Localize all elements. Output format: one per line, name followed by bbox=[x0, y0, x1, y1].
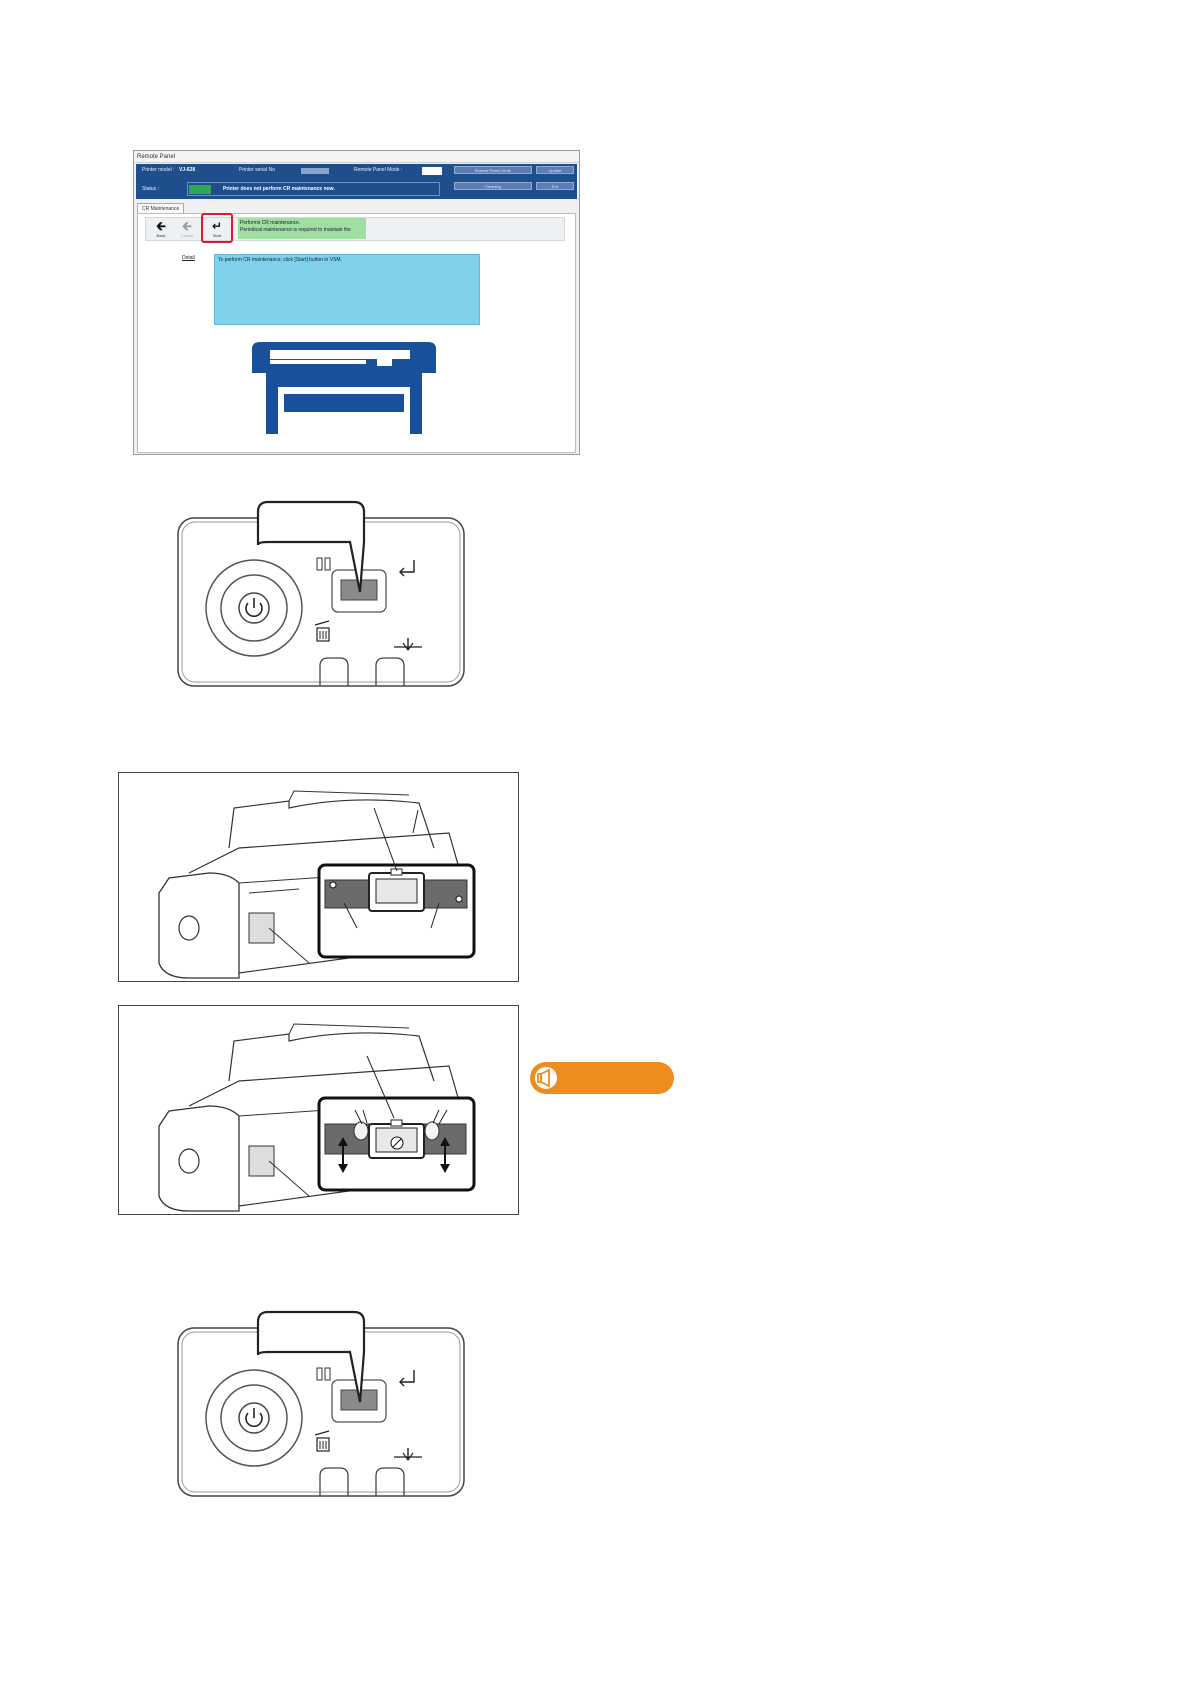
back-label: Back bbox=[156, 233, 166, 238]
cancel-arrow-icon: 🡰 bbox=[182, 219, 192, 233]
printer-lever-figure bbox=[118, 1005, 519, 1215]
detail-label: Detail bbox=[182, 255, 195, 261]
note-badge bbox=[530, 1062, 674, 1094]
printer-illustration bbox=[252, 342, 436, 434]
remote-panel-window: Remote Panel Printer model : VJ-628 Prin… bbox=[133, 150, 580, 455]
printer-model-value: VJ-628 bbox=[179, 167, 196, 173]
remote-panel-header: Printer model : VJ-628 Printer serial No… bbox=[136, 164, 577, 199]
operation-description-line1: Performs CR maintenance. bbox=[240, 220, 301, 226]
back-button[interactable]: 🡰 Back bbox=[150, 219, 172, 241]
tab-cr-maintenance[interactable]: CR Maintenance bbox=[137, 203, 185, 214]
update-button[interactable]: Update bbox=[536, 166, 574, 174]
tab-content bbox=[137, 213, 576, 453]
enter-icon: ↵ bbox=[211, 219, 223, 233]
printer-open-figure bbox=[118, 772, 519, 982]
operation-description-line2: Periodical maintenance is required to ma… bbox=[240, 227, 351, 233]
start-button[interactable]: ↵ Start bbox=[206, 219, 228, 241]
status-label: Status : bbox=[142, 186, 159, 192]
cancel-button[interactable]: 🡰 Cancel bbox=[176, 219, 198, 241]
enter-icon bbox=[399, 1370, 415, 1387]
feed-icon bbox=[394, 638, 422, 652]
power-icon bbox=[245, 598, 263, 618]
exit-button[interactable]: Exit bbox=[536, 182, 574, 190]
status-indicator bbox=[189, 185, 211, 194]
operation-description: Performs CR maintenance. Periodical main… bbox=[238, 218, 366, 239]
detail-text: To perform CR maintenance, click [Start]… bbox=[214, 254, 480, 325]
printer-model-label: Printer model : bbox=[142, 167, 175, 173]
status-message-box bbox=[187, 182, 440, 196]
operation-panel-diagram-2 bbox=[177, 1310, 465, 1497]
feed-icon bbox=[394, 1448, 422, 1462]
window-title: Remote Panel bbox=[134, 151, 579, 163]
printer-serial-value bbox=[301, 168, 329, 174]
printer-serial-label: Printer serial No bbox=[239, 167, 275, 173]
remote-panel-mode-button[interactable]: Remote Panel Mode bbox=[454, 166, 532, 174]
remote-panel-mode-label: Remote Panel Mode : bbox=[354, 167, 403, 173]
status-message: Printer does not perform CR maintenance … bbox=[223, 186, 335, 192]
cancel-label: Cancel bbox=[180, 233, 194, 238]
operation-panel-diagram-1 bbox=[177, 500, 465, 687]
start-label: Start bbox=[212, 233, 222, 238]
back-arrow-icon: 🡰 bbox=[156, 219, 166, 233]
start-button-highlight bbox=[201, 213, 233, 243]
power-icon bbox=[245, 1408, 263, 1428]
cleaning-button[interactable]: Cleaning bbox=[454, 182, 532, 190]
remote-panel-mode-field[interactable] bbox=[422, 167, 442, 175]
trash-icon bbox=[314, 1430, 330, 1452]
trash-icon bbox=[314, 620, 330, 642]
enter-icon bbox=[399, 560, 415, 577]
megaphone-icon bbox=[533, 1065, 559, 1091]
